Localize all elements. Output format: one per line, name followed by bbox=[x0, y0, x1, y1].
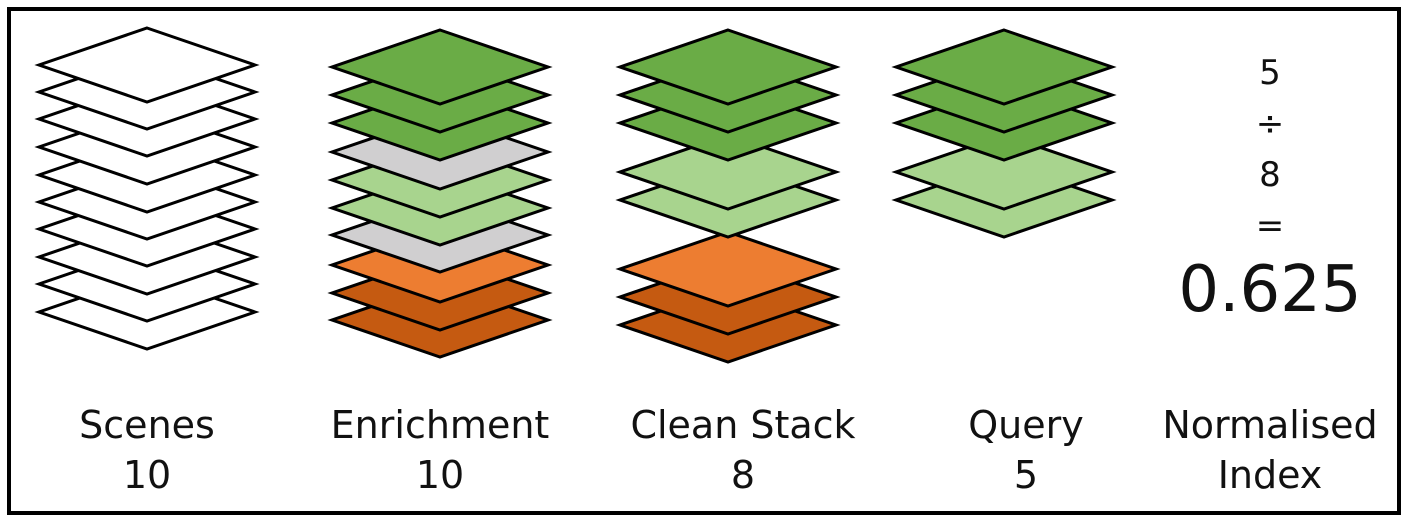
stack-count: 10 bbox=[122, 453, 172, 497]
label-scenes: Scenes 10 bbox=[0, 400, 297, 500]
stack-query bbox=[891, 28, 1117, 239]
query-layer-1 bbox=[891, 28, 1117, 106]
stack-enrichment bbox=[327, 28, 553, 359]
result-label-line1: Normalised bbox=[1162, 403, 1378, 447]
stack-scenes bbox=[34, 26, 260, 351]
clean-stack-layer-6 bbox=[615, 230, 841, 308]
clean-stack-layer-4 bbox=[615, 133, 841, 211]
label-query: Query 5 bbox=[876, 400, 1176, 500]
query-layer-4 bbox=[891, 133, 1117, 211]
stack-name: Scenes bbox=[79, 403, 215, 447]
stack-name: Query bbox=[968, 403, 1084, 447]
index-formula: 5 ÷ 8 = 0.625 bbox=[1150, 48, 1390, 328]
stack-name: Clean Stack bbox=[630, 403, 856, 447]
label-enrichment: Enrichment 10 bbox=[290, 400, 590, 500]
stack-clean-stack bbox=[615, 28, 841, 364]
formula-equals-symbol: = bbox=[1255, 206, 1285, 246]
scenes-layer-1 bbox=[34, 26, 260, 104]
label-clean-stack: Clean Stack 8 bbox=[593, 400, 893, 500]
formula-result-value: 0.625 bbox=[1178, 253, 1362, 327]
clean-stack-layer-1 bbox=[615, 28, 841, 106]
formula-denominator: 8 bbox=[1259, 155, 1281, 195]
stack-count: 5 bbox=[1013, 453, 1039, 497]
formula-divide-symbol: ÷ bbox=[1255, 104, 1285, 144]
enrichment-layer-1 bbox=[327, 28, 553, 106]
result-label-line2: Index bbox=[1217, 453, 1323, 497]
label-normalised-index: Normalised Index bbox=[1120, 400, 1409, 500]
stack-count: 10 bbox=[415, 453, 465, 497]
stack-name: Enrichment bbox=[330, 403, 550, 447]
formula-numerator: 5 bbox=[1259, 53, 1281, 93]
stack-count: 8 bbox=[730, 453, 756, 497]
